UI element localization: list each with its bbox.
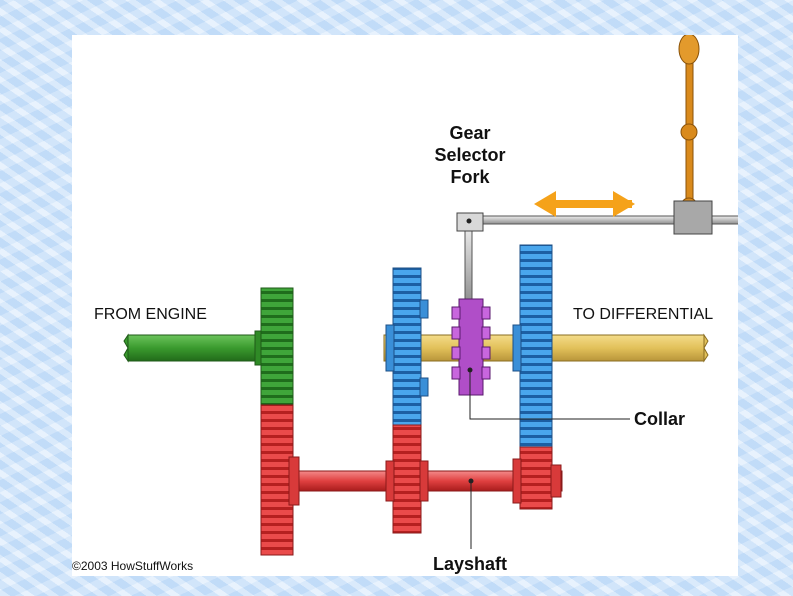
output-gear-2 [512,244,553,448]
collar-part [451,298,491,396]
input-shaft [123,330,270,366]
layshaft-gear-1 [260,404,300,556]
double-arrow-icon [534,191,635,217]
output-gear-1 [385,267,429,426]
copyright-text: ©2003 HowStuffWorks [72,559,193,573]
from-engine-label: FROM ENGINE [94,306,207,323]
gear-selector-fork-label-line-1: Gear [449,123,490,143]
diagram-panel: Gear Selector Fork FROM ENGINE TO DIFFER… [72,35,738,576]
layshaft-gear-3 [512,446,562,510]
gear-selector-fork-label-line-3: Fork [450,167,490,187]
gear-selector-fork-label-line-2: Selector [434,145,505,165]
selector-fork [456,212,738,304]
leader-lines [469,370,630,549]
collar-label: Collar [634,409,685,429]
to-differential-label: TO DIFFERENTIAL [573,306,713,323]
gearbox-diagram: Gear Selector Fork FROM ENGINE TO DIFFER… [72,35,738,574]
input-gear [260,287,294,405]
gear-lever [673,35,713,235]
layshaft-label: Layshaft [433,554,507,574]
layshaft-gear-2 [385,424,429,534]
